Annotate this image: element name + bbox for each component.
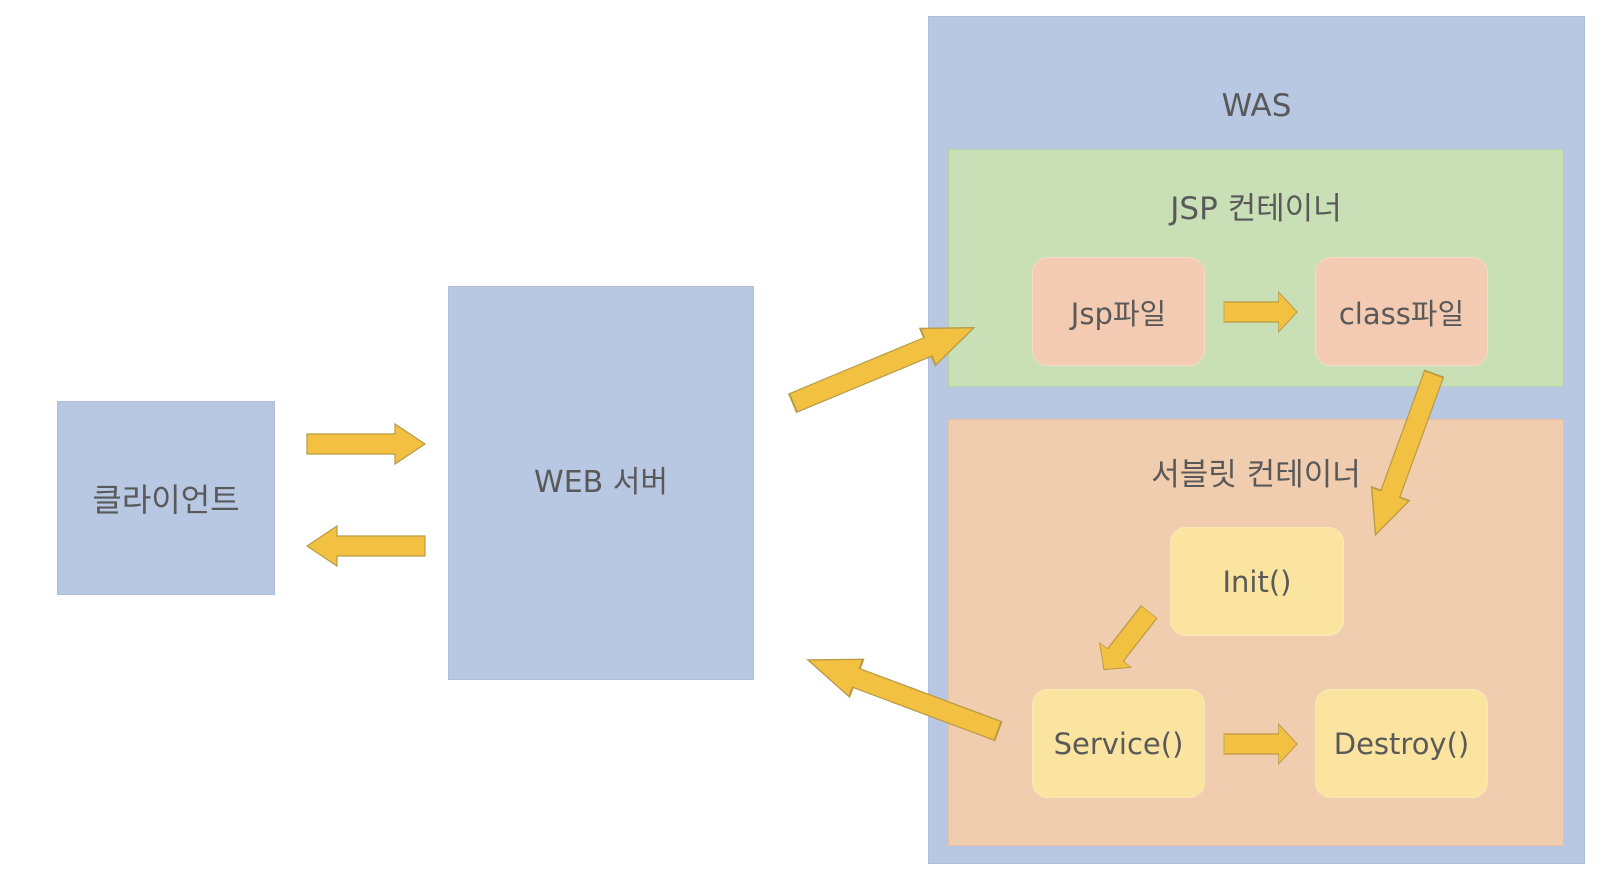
init-node: Init()	[1170, 527, 1344, 636]
client-to-web-arrow	[306, 423, 426, 465]
service-node: Service()	[1032, 689, 1205, 798]
web-server-label: WEB 서버	[534, 465, 668, 500]
jsp-file-node: Jsp파일	[1032, 257, 1205, 366]
was-label: WAS	[1221, 88, 1292, 124]
client-box: 클라이언트	[57, 401, 275, 595]
client-label: 클라이언트	[92, 481, 240, 519]
web-to-client-arrow	[306, 525, 426, 567]
web-server-box: WEB 서버	[448, 286, 754, 680]
destroy-node: Destroy()	[1315, 689, 1488, 798]
jsp-container-label: JSP 컨테이너	[1170, 191, 1342, 227]
class-file-node: class파일	[1315, 257, 1488, 366]
servlet-container-label: 서블릿 컨테이너	[1151, 457, 1361, 493]
